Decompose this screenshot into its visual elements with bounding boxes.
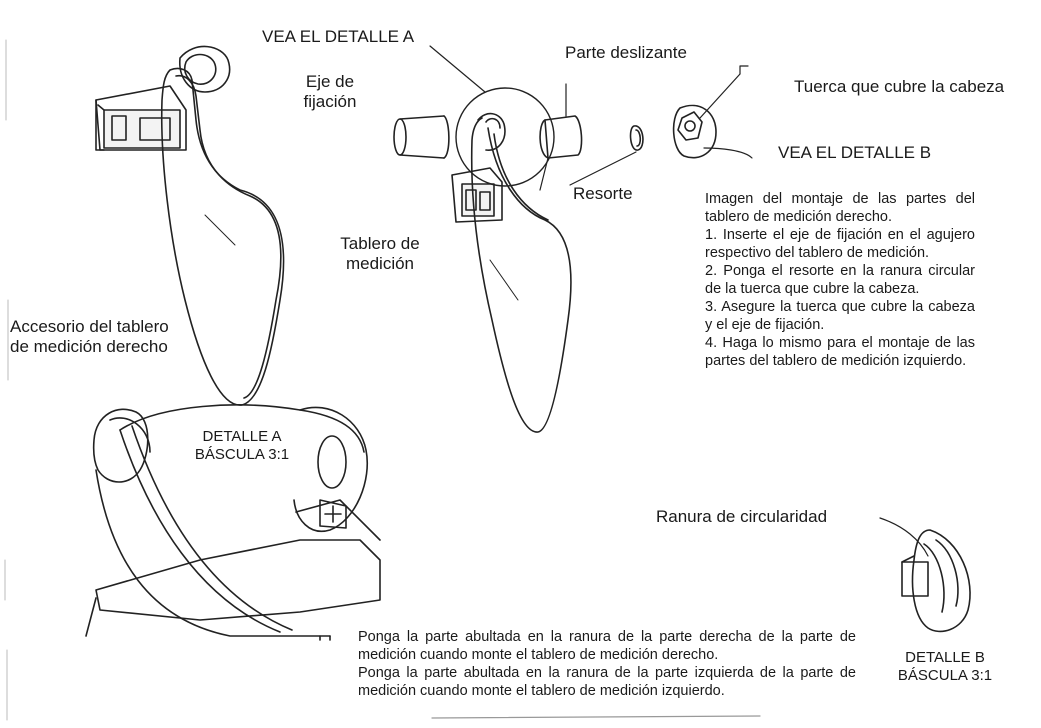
head-nut-label: Tuerca que cubre la cabeza [794, 77, 1005, 96]
detail-a-caption: DETALLE A BÁSCULA 3:1 [188, 428, 296, 464]
circularity-groove-label: Ranura de circularidad [656, 507, 828, 526]
instructions-intro: Imagen del montaje de las partes del tab… [705, 191, 975, 225]
detail-a-drawing [85, 404, 381, 641]
measuring-board-label: Tablero de medición [328, 234, 432, 274]
detail-b-caption-line2: BÁSCULA 3:1 [897, 667, 993, 684]
accessory-label-line1: Accesorio del tablero [10, 317, 169, 336]
spring-label: Resorte [573, 184, 633, 203]
see-detail-a-label: VEA EL DETALLE A [262, 27, 415, 46]
scan-residue [431, 715, 761, 719]
measuring-board-label-line2: medición [345, 254, 415, 273]
accessory-label: Accesorio del tablero de medición derech… [10, 317, 169, 357]
instruction-step-4: 4. Haga lo mismo para el montaje de las … [705, 335, 975, 369]
fixing-shaft-label: Eje de fijación [290, 72, 370, 112]
instruction-step-2: 2. Ponga el resorte en la ranura circula… [705, 263, 975, 297]
note-line-2: Ponga la parte abultada en la ranura de … [358, 665, 856, 699]
detail-a-caption-line1: DETALLE A [202, 428, 282, 445]
detail-b-caption-line1: DETALLE B [905, 649, 985, 666]
see-detail-b-label: VEA EL DETALLE B [778, 143, 932, 162]
detail-a-caption-line2: BÁSCULA 3:1 [194, 446, 290, 463]
instruction-step-3: 3. Asegure la tuerca que cubre la cabeza… [705, 299, 975, 333]
sliding-part-label: Parte deslizante [565, 43, 687, 62]
detail-b-caption: DETALLE B BÁSCULA 3:1 [890, 649, 1000, 685]
note-line-1: Ponga la parte abultada en la ranura de … [358, 629, 856, 663]
exploded-assembly-drawing [393, 45, 753, 433]
fixing-shaft-label-line1: Eje de [305, 72, 355, 91]
bulge-placement-note: Ponga la parte abultada en la ranura de … [358, 628, 856, 700]
measuring-board-label-line1: Tablero de [340, 234, 420, 253]
detail-b-drawing [879, 517, 971, 633]
accessory-board-drawing [95, 45, 285, 406]
accessory-label-line2: de medición derecho [10, 337, 168, 356]
instruction-step-1: 1. Inserte el eje de fijación en el aguj… [705, 227, 975, 261]
assembly-instructions: Imagen del montaje de las partes del tab… [705, 190, 975, 370]
scan-margin-marks [4, 39, 9, 721]
fixing-shaft-label-line2: fijación [303, 92, 357, 111]
